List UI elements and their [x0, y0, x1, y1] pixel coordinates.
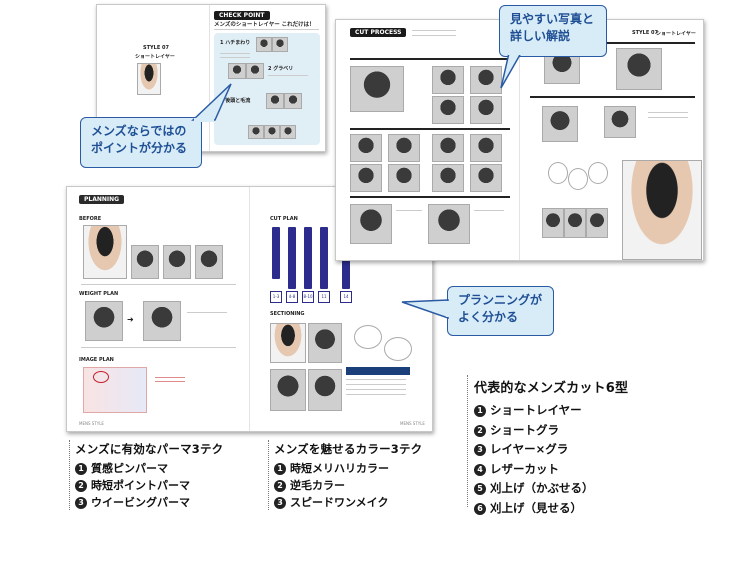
- check-right-page: CHECK POINT メンズのショートレイヤー これだけは！ 1 ハチまわり …: [210, 5, 325, 151]
- head-diagram-top: [588, 162, 608, 184]
- sectioning-back-photo: [308, 323, 342, 363]
- weight-plan-label: WEIGHT PLAN: [79, 291, 119, 297]
- number-badge-icon: 4: [474, 463, 486, 476]
- number-badge-icon: 3: [274, 497, 286, 509]
- callout-points: メンズならではの ポイントが分かる: [80, 117, 202, 168]
- callout-points-tail: [191, 83, 232, 122]
- planning-footer-left: MENS STYLE: [79, 421, 104, 426]
- cut-right-page: STYLE 07 ショートレイヤー: [520, 20, 703, 260]
- head-diagram-back: [568, 168, 588, 190]
- finished-style-photo: [622, 160, 702, 260]
- check-step-3: 3 後頭と毛流: [220, 98, 251, 104]
- callout-photos: 見やすい写真と 詳しい解説: [499, 5, 607, 57]
- image-plan-label: IMAGE PLAN: [79, 357, 114, 363]
- head-diagram-2: [384, 337, 412, 361]
- before-label: BEFORE: [79, 216, 102, 222]
- sectioning-label: SECTIONING: [270, 311, 305, 317]
- number-badge-icon: 1: [75, 463, 87, 475]
- number-badge-icon: 1: [274, 463, 286, 475]
- check-step-2: 2 グラベリ: [268, 66, 294, 72]
- cut-style-label: STYLE 07: [632, 30, 658, 36]
- number-badge-icon: 3: [75, 497, 87, 509]
- before-front-photo: [83, 225, 127, 279]
- planning-right-page: CUT PLAN 1-3 4-8 8-10 11 14 SECTIONING M…: [270, 216, 425, 426]
- number-badge-icon: 5: [474, 483, 486, 495]
- style-label: STYLE 07: [143, 45, 169, 51]
- check-heading: メンズのショートレイヤー これだけは！: [214, 22, 315, 28]
- separator-cuts: [467, 375, 468, 507]
- before-back-photo: [163, 245, 191, 279]
- before-side-photo: [131, 245, 159, 279]
- cuts-list-title: 代表的なメンズカット6型: [474, 381, 629, 396]
- callout-planning: プランニングが よく分かる: [447, 286, 554, 336]
- planning-banner: PLANNING: [79, 195, 125, 204]
- separator-color: [268, 440, 269, 510]
- sectioning-top-photo: [308, 369, 342, 411]
- model-photo: [137, 63, 161, 95]
- check-left-page: STYLE 07 ショートレイヤー: [97, 5, 210, 151]
- cut-left-page: CUT PROCESS: [336, 20, 520, 260]
- arrow-icon: ➜: [127, 315, 134, 324]
- cut-style-name: ショートレイヤー: [656, 31, 696, 37]
- head-diagram: [354, 325, 382, 349]
- before-side2-photo: [195, 245, 223, 279]
- number-badge-icon: 2: [274, 480, 286, 492]
- weight-after-photo: [143, 301, 181, 341]
- number-badge-icon: 6: [474, 502, 486, 515]
- sectioning-front-photo: [270, 323, 306, 363]
- check-step-1: 1 ハチまわり: [220, 40, 251, 46]
- separator-perm: [69, 440, 70, 510]
- number-badge-icon: 2: [474, 424, 486, 437]
- weight-before-photo: [85, 301, 123, 341]
- callout-planning-tail: [401, 299, 450, 320]
- callout-photos-tail: [500, 52, 523, 89]
- perm-list-title: メンズに有効なパーマ3テク: [75, 442, 224, 456]
- number-badge-icon: 2: [75, 480, 87, 492]
- cut-plan-label: CUT PLAN: [270, 216, 298, 222]
- head-diagram-front: [548, 162, 568, 184]
- number-badge-icon: 3: [474, 444, 486, 456]
- planning-footer-right: MENS STYLE: [400, 421, 425, 426]
- cut-process-spread: CUT PROCESS STYLE 07 ショートレイヤー: [335, 19, 704, 261]
- sectioning-side-photo: [270, 369, 306, 411]
- check-point-spread: STYLE 07 ショートレイヤー CHECK POINT メンズのショートレイ…: [96, 4, 326, 152]
- style-name: ショートレイヤー: [135, 54, 175, 60]
- check-point-banner: CHECK POINT: [214, 11, 270, 20]
- color-list-title: メンズを魅せるカラー3テク: [274, 442, 423, 456]
- planning-left-page: PLANNING BEFORE WEIGHT PLAN ➜ IMAGE PLAN…: [67, 187, 250, 431]
- cut-process-banner: CUT PROCESS: [350, 28, 407, 37]
- number-badge-icon: 1: [474, 405, 486, 417]
